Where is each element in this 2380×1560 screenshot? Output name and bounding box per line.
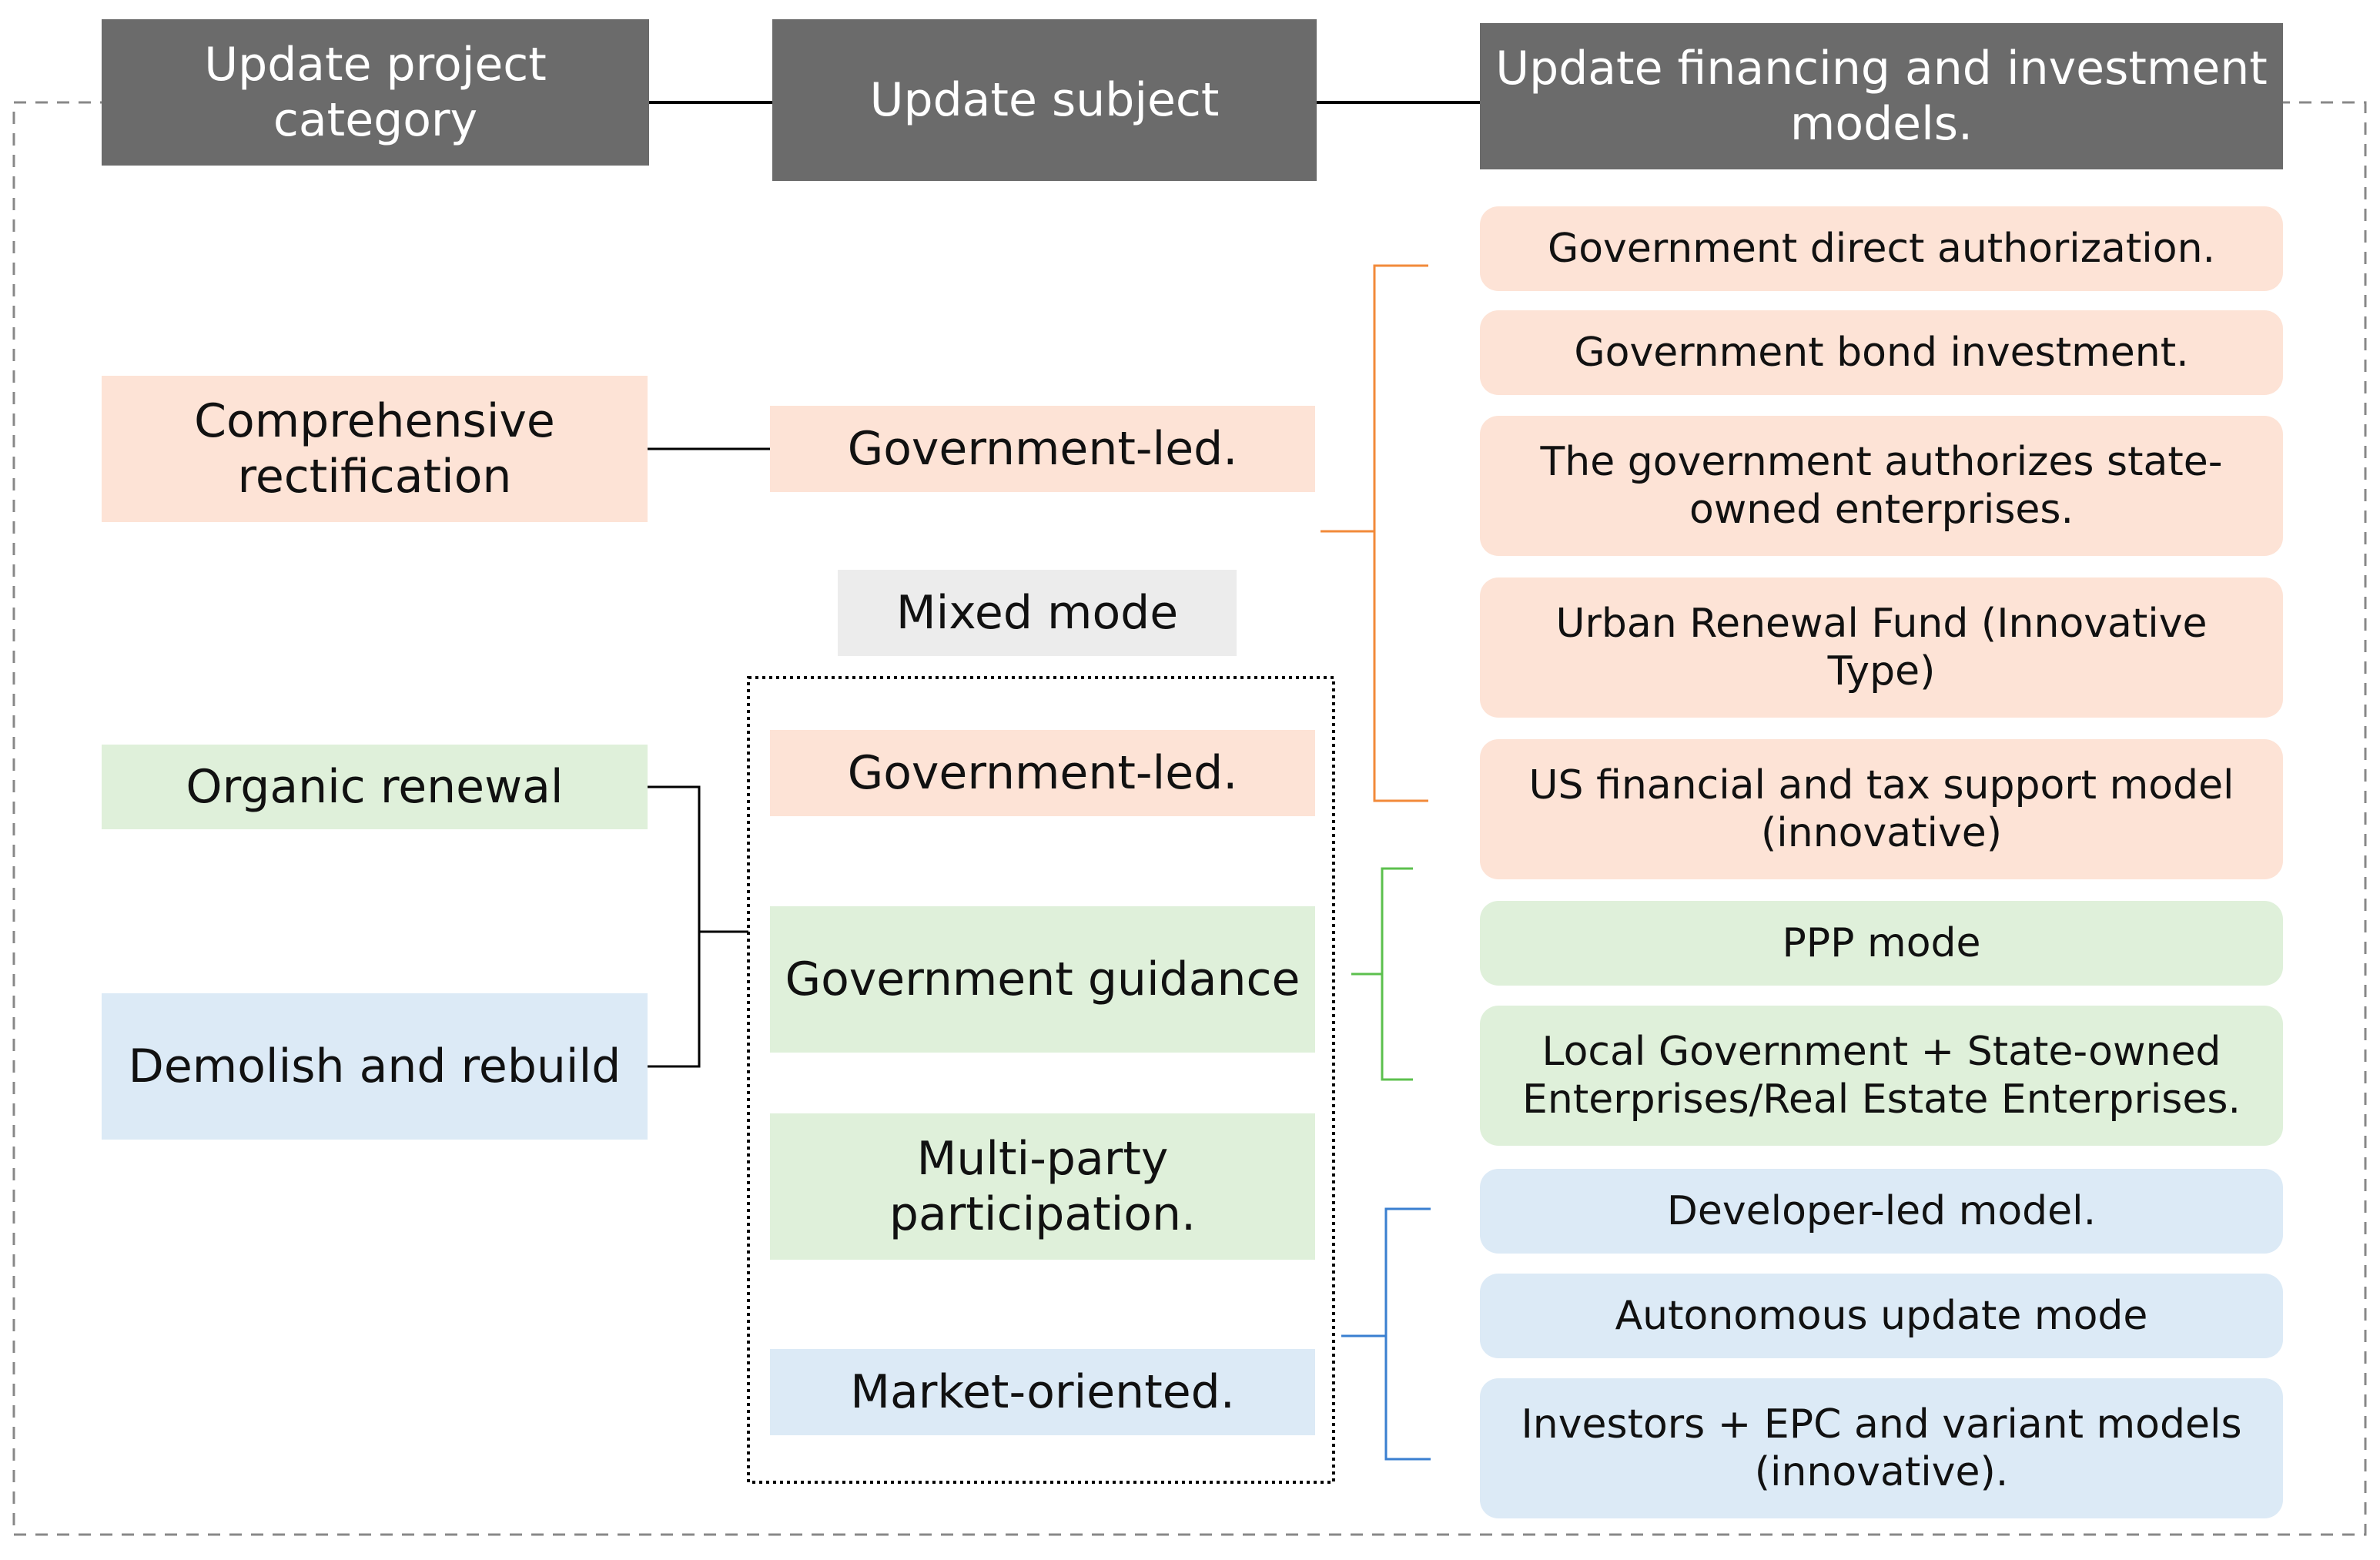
subject-government-led-top: Government-led. xyxy=(770,406,1315,492)
subject-label: Government-led. xyxy=(847,422,1238,476)
mixed-mode-dotted-box xyxy=(747,676,1335,1484)
category-label: Comprehensive rectification xyxy=(194,394,555,504)
financing-label: Government direct authorization. xyxy=(1547,225,2216,272)
subject-market-oriented: Market-oriented. xyxy=(770,1349,1315,1435)
header-financing-text: Update financing and investment models. xyxy=(1495,42,2268,151)
orange-brace xyxy=(1321,264,1428,802)
financing-label: Urban Renewal Fund (Innovative Type) xyxy=(1555,600,2208,695)
header-update-financing: Update financing and investment models. xyxy=(1480,23,2283,169)
subject-label: Government guidance xyxy=(785,952,1300,1006)
financing-label: PPP mode xyxy=(1782,919,1981,966)
category-label: Organic renewal xyxy=(186,760,564,814)
financing-government-direct-authorization: Government direct authorization. xyxy=(1480,206,2283,291)
financing-government-authorizes-soe: The government authorizes state-owned en… xyxy=(1480,416,2283,556)
category-demolish-and-rebuild: Demolish and rebuild xyxy=(102,993,648,1140)
financing-label: Government bond investment. xyxy=(1574,329,2189,376)
subject-label: Multi-party participation. xyxy=(889,1132,1197,1241)
category-comprehensive-rectification: Comprehensive rectification xyxy=(102,376,648,522)
financing-label: Developer-led model. xyxy=(1666,1187,2097,1234)
financing-ppp-mode: PPP mode xyxy=(1480,901,2283,986)
subject-label: Market-oriented. xyxy=(850,1365,1235,1419)
financing-label: US financial and tax support model (inno… xyxy=(1528,762,2234,856)
subject-label: Government-led. xyxy=(847,746,1238,800)
mixed-mode-text: Mixed mode xyxy=(895,586,1179,640)
subject-government-guidance: Government guidance xyxy=(770,906,1315,1053)
financing-autonomous-update-mode: Autonomous update mode xyxy=(1480,1274,2283,1358)
financing-government-bond-investment: Government bond investment. xyxy=(1480,310,2283,395)
financing-label: Local Government + State-owned Enterpris… xyxy=(1522,1028,2241,1123)
subject-mixed-government-led: Government-led. xyxy=(770,730,1315,816)
financing-label: Investors + EPC and variant models (inno… xyxy=(1521,1401,2242,1495)
financing-label: The government authorizes state-owned en… xyxy=(1540,438,2223,533)
header-update-project-category: Update project category xyxy=(102,19,649,166)
category-organic-renewal: Organic renewal xyxy=(102,745,648,829)
subject-multi-party-participation: Multi-party participation. xyxy=(770,1113,1315,1260)
header-subject-text: Update subject xyxy=(869,73,1220,127)
financing-us-financial-tax-support: US financial and tax support model (inno… xyxy=(1480,739,2283,879)
green-brace xyxy=(1351,867,1413,1081)
header-update-subject: Update subject xyxy=(772,19,1317,181)
blue-brace xyxy=(1341,1207,1431,1461)
subject-mixed-mode-label: Mixed mode xyxy=(838,570,1237,656)
financing-urban-renewal-fund: Urban Renewal Fund (Innovative Type) xyxy=(1480,577,2283,718)
header-category-text: Update project category xyxy=(204,38,547,147)
category-to-mixed-connector xyxy=(648,785,748,1068)
financing-investors-epc: Investors + EPC and variant models (inno… xyxy=(1480,1378,2283,1518)
category-label: Demolish and rebuild xyxy=(128,1039,621,1093)
financing-local-government-soe: Local Government + State-owned Enterpris… xyxy=(1480,1006,2283,1146)
financing-developer-led-model: Developer-led model. xyxy=(1480,1169,2283,1254)
financing-label: Autonomous update mode xyxy=(1615,1292,2148,1339)
